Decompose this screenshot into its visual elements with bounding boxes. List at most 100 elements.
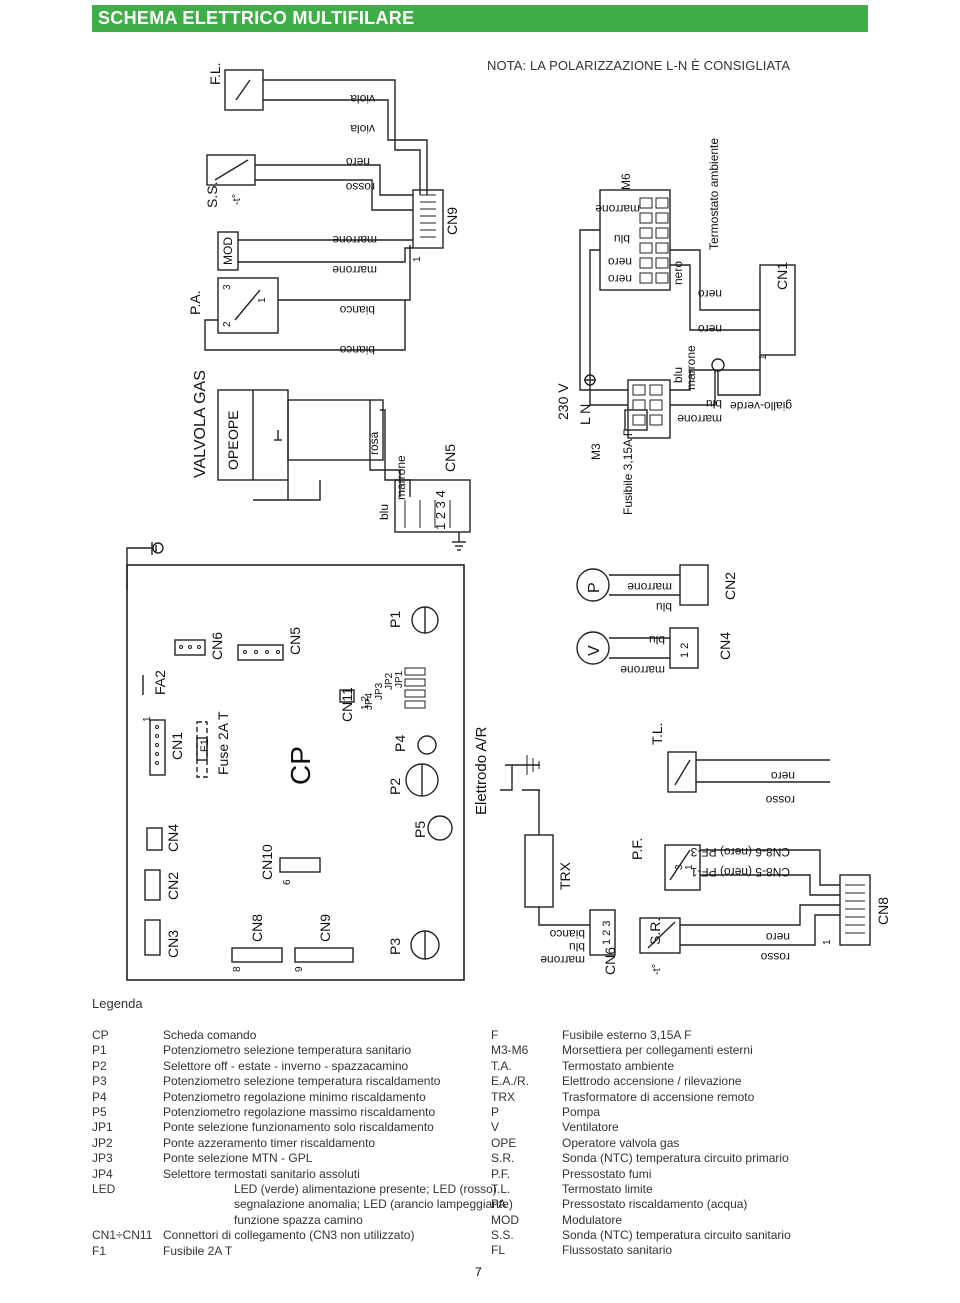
cn8-label: CN8	[249, 914, 265, 942]
wire-blu-trx: blu	[569, 940, 585, 954]
pa-pin1-label: 1	[257, 297, 268, 303]
cn11-label: CN11	[339, 687, 355, 722]
legend-row: T.L.Termostato limite	[491, 1182, 851, 1197]
wire-nero-m6-2: nero	[608, 272, 632, 286]
legend-description: Potenziometro selezione temperatura risc…	[163, 1074, 441, 1089]
cn3-label: CN3	[165, 930, 181, 958]
legend-description: Ponte selezione MTN - GPL	[163, 1151, 313, 1166]
legend-code: P4	[92, 1089, 107, 1104]
p5-potentiometer	[427, 815, 453, 841]
cn8-external-label: CN8	[875, 897, 891, 925]
legend-code: P3	[92, 1074, 107, 1089]
f1-fuse	[196, 721, 208, 778]
wire-blu-cn5: blu	[377, 504, 391, 520]
legend-row: P3 Potenziometro selezione temperatura ri…	[92, 1074, 482, 1089]
legend-description: Potenziometro selezione temperatura sani…	[163, 1043, 412, 1058]
termostato-label: Termostato ambiente	[707, 138, 721, 250]
wire-rosa-cn5: rosa	[367, 431, 381, 455]
wire-nero-m6-1: nero	[608, 255, 632, 269]
page-header-bar: SCHEMA ELETTRICO MULTIFILARE	[92, 5, 868, 32]
sr-label: S.R.	[647, 918, 663, 945]
p5-label: P5	[412, 821, 428, 838]
p4-label: P4	[392, 735, 408, 752]
cn4-external-connector	[669, 627, 699, 669]
cn1-connector	[149, 719, 166, 776]
legend-code: F	[491, 1028, 499, 1042]
jumper-block	[404, 667, 426, 709]
v230-label: 230 V	[555, 383, 571, 420]
pf-pin3-label: 3	[674, 864, 685, 870]
cn4-board-connector	[146, 827, 163, 851]
cn4-label: CN4	[165, 824, 181, 852]
temp-ss-label: -t°	[231, 194, 243, 205]
valvola-gas-label: VALVOLA GAS	[192, 370, 209, 478]
legend-description: Flussostato sanitario	[562, 1243, 673, 1258]
wire-marrone-m3: marrone	[684, 345, 698, 390]
legend-row: FL Flussostato sanitario	[491, 1243, 851, 1258]
legend-code: LED	[92, 1181, 116, 1196]
ignition-electrode	[500, 764, 540, 791]
p1-label: P1	[387, 611, 403, 628]
legend-code: S.S.	[491, 1228, 514, 1243]
cn5-label: CN5	[287, 627, 303, 655]
cn6-board-connector	[174, 639, 206, 656]
pa-pin2-label: 2	[222, 321, 233, 327]
legend-description: Connettori di collegamento (CN3 non util…	[163, 1228, 415, 1243]
legend-description: Ponte azzeramento timer riscaldamento	[163, 1135, 376, 1150]
wire-bianco-1: bianco	[339, 303, 375, 317]
ope-label-1: OPE	[225, 440, 241, 470]
cn5-pins-label: 1 2 3 4	[433, 490, 448, 530]
legend-description: Trasformatore di accensione remoto	[562, 1089, 755, 1104]
wire-marrone-fan: marrone	[620, 663, 665, 677]
wire-giallo-verde: giallo-verde	[730, 399, 792, 413]
legend-code: FL	[491, 1243, 506, 1258]
legend-row: P.F.Pressostato fumi	[491, 1167, 851, 1182]
m6-terminal-block	[599, 189, 671, 291]
legend-row: E.A./R.Elettrodo accensione / rilevazion…	[491, 1074, 851, 1089]
legend-code: OPE	[491, 1135, 517, 1150]
wire-nero-cn1-1: nero	[698, 287, 722, 301]
board-pin8-label: 8	[232, 966, 243, 972]
wire-blu-m6: blu	[614, 232, 630, 246]
legend-description: Termostato limite	[562, 1181, 653, 1196]
legend-description: Pressostato fumi	[562, 1166, 652, 1181]
jp3-label: JP3	[374, 682, 385, 700]
legend-description: Pressostato riscaldamento (acqua)	[562, 1197, 748, 1212]
page-number: 7	[475, 1265, 482, 1279]
wire-bianco-2: bianco	[339, 343, 375, 357]
legend-description: Elettrodo accensione / rilevazione	[562, 1074, 742, 1089]
wire-rosso-top: rosso	[345, 180, 375, 194]
trx-label: TRX	[557, 861, 573, 890]
trx-transformer	[524, 834, 554, 908]
legend-code: JP1	[92, 1120, 113, 1135]
m6-label: M6	[619, 173, 633, 190]
wiring-diagram: CP CN1 Fuse 2A T F1 FA2 CN6 CN5 CN4 CN2 …	[126, 62, 891, 981]
board-pin9-label: 9	[294, 966, 305, 972]
cn2-external-label: CN2	[722, 572, 738, 600]
wire-viola-2: viola	[350, 122, 375, 136]
legend-code: P2	[92, 1058, 107, 1073]
wire-nero-sr: nero	[766, 930, 790, 944]
legend-code: V	[491, 1120, 500, 1135]
cn1-label: CN1	[169, 732, 185, 760]
wire-marrone-cn5: marrone	[394, 455, 408, 500]
legend-description: Sonda (NTC) temperatura circuito sanitar…	[562, 1228, 791, 1243]
wire-blu-pump: blu	[656, 600, 672, 614]
cn9-external-label: CN9	[444, 207, 460, 235]
legend-description: Morsettiera per collegamenti esterni	[562, 1043, 753, 1058]
cn6-external-connector	[589, 909, 616, 956]
wire-marrone-pump: marrone	[627, 580, 672, 594]
wire-marrone-m6: marrone	[595, 202, 640, 216]
